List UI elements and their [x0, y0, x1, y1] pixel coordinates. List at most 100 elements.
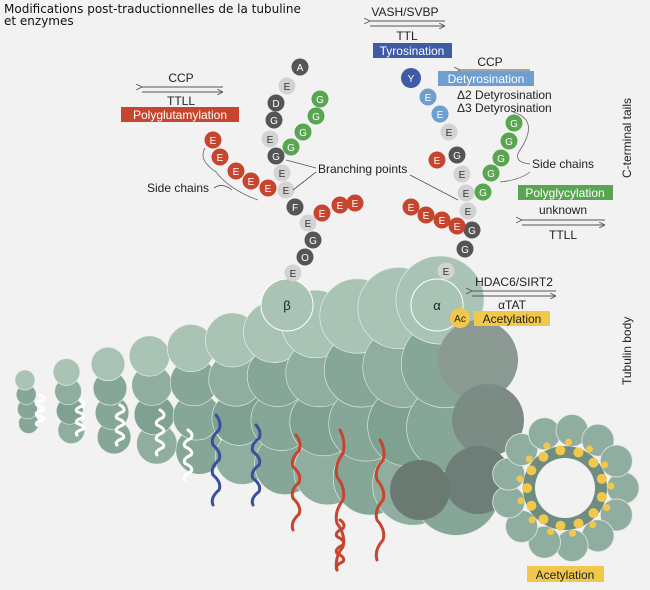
acetyl-group	[589, 521, 597, 529]
beta-residue	[299, 214, 317, 232]
tubulin-subunit	[390, 460, 450, 520]
c-terminal-tail	[74, 398, 86, 437]
acetyl-group	[517, 497, 525, 505]
alpha-residue	[437, 262, 455, 280]
beta-glutamate-letter: E	[337, 201, 344, 212]
beta-glutamate	[313, 204, 331, 222]
acetyl-group	[573, 447, 584, 458]
acetyl-group	[543, 442, 551, 450]
ac-label: Ac	[454, 314, 466, 325]
ttll-right-label: TTLL	[549, 228, 577, 242]
beta-residue-letter: A	[297, 63, 304, 74]
alpha-residue-letter: G	[453, 151, 461, 162]
annotations: CCP TTLL Polyglutamylation Side chains B…	[121, 5, 634, 582]
acetyl-group	[538, 514, 549, 525]
alpha-branch-glutamate	[428, 151, 446, 169]
alpha-residue-letter: E	[443, 267, 450, 278]
alpha-glycine-letter: G	[479, 188, 487, 199]
acetyl-group	[555, 445, 566, 456]
beta-residue-letter: D	[272, 99, 279, 110]
tubulin-subunit	[52, 358, 81, 386]
beta-residue	[267, 147, 285, 165]
beta-residue	[284, 264, 302, 282]
beta-glycine	[282, 138, 300, 156]
branch-pointer-3	[409, 174, 459, 201]
acetyl-group	[573, 518, 584, 529]
beta-residue-letter: G	[272, 152, 280, 163]
title-line-1: Modifications post-traductionnelles de l…	[4, 2, 301, 16]
beta-residue	[267, 94, 285, 112]
beta-side-glutamate	[242, 172, 260, 190]
detyrosination-badge	[438, 71, 534, 86]
acetyl-group	[607, 482, 615, 490]
alpha-residue	[459, 202, 477, 220]
acetyl-group	[547, 528, 555, 536]
beta-side-glutamate-letter: E	[210, 136, 217, 147]
acetyl-group	[522, 483, 533, 494]
beta-residue-letter: E	[267, 135, 274, 146]
alpha-residue-letter: E	[465, 207, 472, 218]
c-terminal-tail	[250, 423, 262, 507]
alpha-glycine	[500, 132, 518, 150]
polyglutamylation-badge	[121, 107, 239, 122]
beta-residue-letter: O	[301, 253, 309, 264]
c-terminal-tail	[182, 428, 194, 482]
acetyl-group	[585, 445, 593, 453]
atat-label: αTAT	[498, 298, 526, 312]
acetylation-main-label: Acetylation	[483, 312, 542, 326]
beta-glycine	[307, 107, 325, 125]
acetyl-group	[569, 529, 577, 537]
beta-side-glutamate-letter: E	[217, 153, 224, 164]
microtubule-cross-section	[492, 414, 640, 562]
alpha-glutamate	[448, 217, 466, 235]
beta-residue	[278, 77, 296, 95]
side-chains-right-brace	[512, 111, 531, 165]
alpha-glycine	[492, 149, 510, 167]
c-terminal-tail	[334, 518, 346, 572]
ccp-left-label: CCP	[168, 71, 193, 85]
alpha-glycine	[505, 114, 523, 132]
alpha-glycine-letter: G	[497, 154, 505, 165]
beta-side-glutamate	[211, 148, 229, 166]
microtubule-tails	[34, 393, 386, 572]
side-chains-left-brace	[202, 147, 259, 201]
vash-label: VASH/SVBP	[371, 5, 438, 19]
c-terminal-tail	[334, 428, 346, 572]
side-chains-right-label: Side chains	[532, 157, 594, 171]
c-terminal-tails-label: C-terminal tails	[620, 98, 634, 178]
d3-detyrosination-label: Δ3 Detyrosination	[457, 101, 552, 115]
beta-side-glutamate	[259, 179, 277, 197]
tubulin-subunit	[90, 346, 126, 382]
detyrosination-label: Detyrosination	[448, 72, 525, 86]
acetyl-group	[516, 475, 524, 483]
branching-points-label: Branching points	[318, 162, 407, 176]
protofilament	[599, 444, 633, 478]
ccp-right-label: CCP	[477, 55, 502, 69]
beta-residue	[296, 248, 314, 266]
beta-glycine	[311, 90, 329, 108]
c-terminal-tail	[290, 433, 302, 532]
tyrosine-letter: Y	[408, 74, 415, 85]
acetyl-group	[526, 500, 537, 511]
beta-residue-letter: F	[292, 203, 298, 214]
beta-residue-letter: E	[290, 269, 297, 280]
acetyl-group	[596, 492, 607, 503]
alpha-glutamate-letter: E	[408, 203, 415, 214]
beta-glycine-letter: G	[312, 112, 320, 123]
acetyl-group	[588, 508, 599, 519]
beta-residue	[265, 111, 283, 129]
alpha-residue-letter: E	[446, 128, 453, 139]
alpha-detyrosinated-residue-letter: E	[437, 110, 444, 121]
acetyl-group	[601, 461, 609, 469]
alpha-residue	[457, 184, 475, 202]
beta-side-glutamate-letter: E	[233, 167, 240, 178]
alpha-residue	[456, 240, 474, 258]
beta-residue	[291, 58, 309, 76]
unknown-label: unknown	[539, 203, 587, 217]
alpha-residue-letter: G	[461, 245, 469, 256]
side-chains-right-pointer	[499, 171, 531, 183]
beta-residue	[277, 181, 295, 199]
alpha-residue	[448, 146, 466, 164]
acetyl-group	[526, 465, 537, 476]
alpha-tubulin-tail: αAcEGGEEEGEEEEYGGGGGEEEEE	[401, 68, 523, 332]
